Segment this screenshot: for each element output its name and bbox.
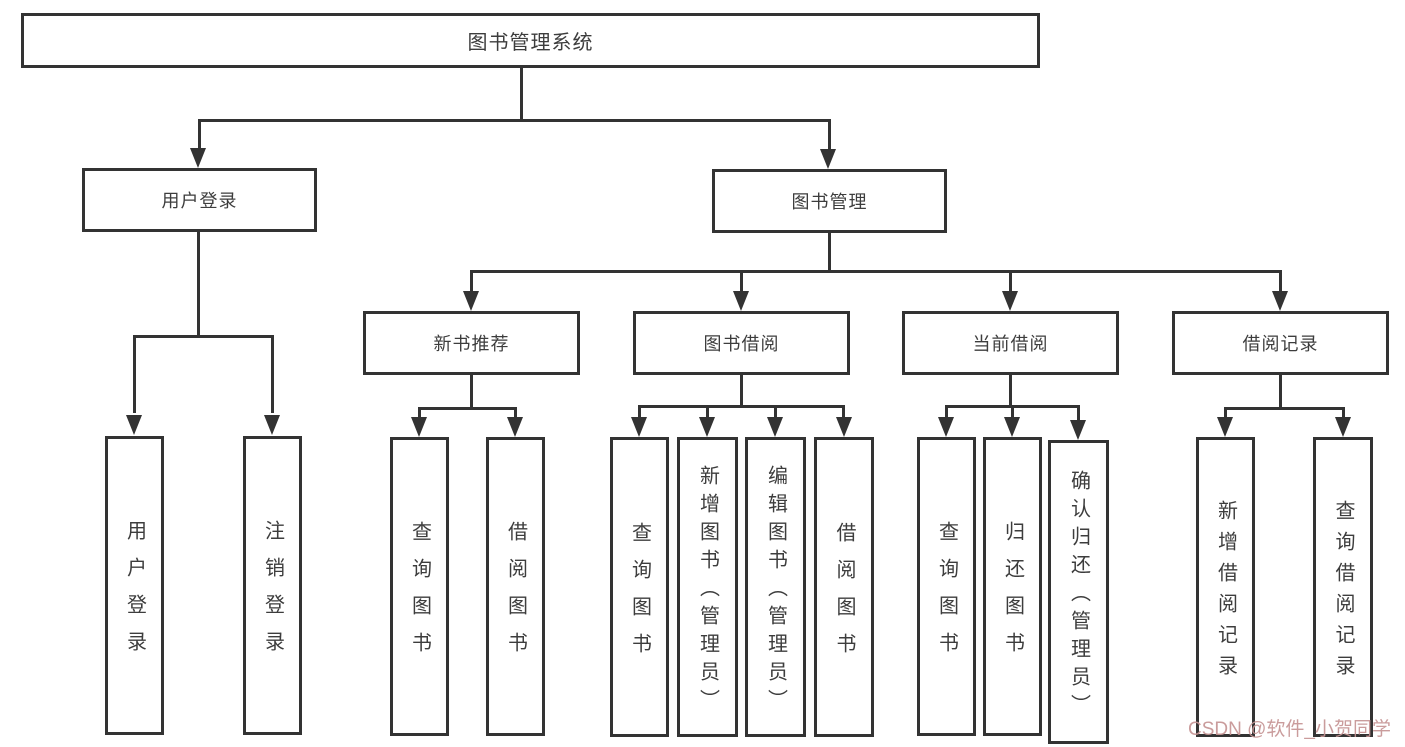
node-label: 图书借阅 <box>703 334 780 354</box>
node-label: 新增借阅记录 <box>1214 499 1237 686</box>
connector-hline <box>198 119 831 122</box>
connector-vline <box>1011 405 1014 419</box>
connector-vline <box>740 270 743 293</box>
connector-vline <box>638 405 641 419</box>
node-label: 用户登录 <box>123 520 146 668</box>
arrow-down-icon <box>1335 417 1351 437</box>
connector-vline <box>197 232 200 337</box>
arrow-down-icon <box>938 417 954 437</box>
connector-hline <box>638 405 845 408</box>
node-book-management: 图书管理 <box>712 169 947 233</box>
connector-vline <box>520 68 523 119</box>
node-label: 注销登录 <box>261 520 284 668</box>
node-label: 当前借阅 <box>972 334 1049 354</box>
leaf-recommend-borrow-books: 借阅图书 <box>486 437 545 736</box>
arrow-down-icon <box>631 417 647 437</box>
connector-hline <box>418 407 517 410</box>
leaf-borrow-borrow-books: 借阅图书 <box>814 437 874 737</box>
connector-vline <box>1077 405 1080 422</box>
arrow-down-icon <box>820 149 836 169</box>
node-library-system: 图书管理系统 <box>21 13 1040 68</box>
leaf-current-query-books: 查询图书 <box>917 437 976 736</box>
node-label: 编辑图书（管理员） <box>764 465 787 717</box>
node-label: 借阅图书 <box>504 521 527 669</box>
arrow-down-icon <box>1217 417 1233 437</box>
node-label: 查询图书 <box>935 521 958 669</box>
node-label: 确认归还（管理员） <box>1067 470 1090 722</box>
connector-hline <box>133 335 274 338</box>
arrow-down-icon <box>1004 417 1020 437</box>
connector-vline <box>842 405 845 419</box>
node-label: 借阅记录 <box>1242 334 1319 354</box>
leaf-user-login: 用户登录 <box>105 436 164 735</box>
connector-vline <box>1009 270 1012 293</box>
connector-vline <box>945 405 948 419</box>
connector-vline <box>133 335 136 413</box>
arrow-down-icon <box>126 415 142 435</box>
connector-vline <box>1279 270 1282 293</box>
connector-vline <box>198 119 201 150</box>
node-label: 查询图书 <box>408 521 431 669</box>
node-user-login: 用户登录 <box>82 168 317 232</box>
node-book-borrow: 图书借阅 <box>633 311 850 375</box>
arrow-down-icon <box>1272 291 1288 311</box>
connector-vline <box>470 270 473 293</box>
leaf-borrow-query-books: 查询图书 <box>610 437 669 737</box>
arrow-down-icon <box>699 417 715 437</box>
connector-vline <box>828 119 831 150</box>
connector-vline <box>740 375 743 407</box>
connector-vline <box>1342 407 1345 419</box>
node-label: 查询图书 <box>628 521 651 670</box>
arrow-down-icon <box>767 417 783 437</box>
connector-vline <box>828 233 831 273</box>
node-label: 用户登录 <box>161 191 238 211</box>
connector-vline <box>514 407 517 419</box>
connector-vline <box>774 405 777 419</box>
connector-vline <box>1009 375 1012 407</box>
leaf-current-confirm-return-admin: 确认归还（管理员） <box>1048 440 1109 744</box>
leaf-borrow-add-books-admin: 新增图书（管理员） <box>677 437 738 737</box>
arrow-down-icon <box>1070 420 1086 440</box>
node-label: 归还图书 <box>1001 521 1024 669</box>
arrow-down-icon <box>507 417 523 437</box>
connector-vline <box>1279 375 1282 409</box>
connector-vline <box>470 375 473 409</box>
node-label: 图书管理系统 <box>467 32 594 54</box>
leaf-logout: 注销登录 <box>243 436 302 735</box>
node-current-borrow: 当前借阅 <box>902 311 1119 375</box>
arrow-down-icon <box>190 148 206 168</box>
leaf-current-return-books: 归还图书 <box>983 437 1042 736</box>
leaf-borrow-edit-books-admin: 编辑图书（管理员） <box>745 437 806 737</box>
connector-vline <box>271 335 274 413</box>
arrow-down-icon <box>411 417 427 437</box>
node-label: 借阅图书 <box>833 521 855 670</box>
connector-vline <box>1224 407 1227 419</box>
leaf-records-add-record: 新增借阅记录 <box>1196 437 1255 737</box>
leaf-records-query-record: 查询借阅记录 <box>1313 437 1373 737</box>
arrow-down-icon <box>463 291 479 311</box>
leaf-recommend-query-books: 查询图书 <box>390 437 449 736</box>
node-label: 新书推荐 <box>433 334 510 354</box>
node-new-book-recommend: 新书推荐 <box>363 311 580 375</box>
connector-vline <box>418 407 421 419</box>
arrow-down-icon <box>836 417 852 437</box>
arrow-down-icon <box>1002 291 1018 311</box>
node-label: 图书管理 <box>791 192 868 212</box>
arrow-down-icon <box>733 291 749 311</box>
arrow-down-icon <box>264 415 280 435</box>
node-borrow-records: 借阅记录 <box>1172 311 1389 375</box>
node-label: 查询借阅记录 <box>1332 499 1354 686</box>
node-label: 新增图书（管理员） <box>696 465 719 717</box>
connector-hline <box>470 270 1282 273</box>
connector-vline <box>706 405 709 419</box>
connector-hline <box>1224 407 1345 410</box>
watermark: CSDN @软件_小贺同学 <box>1188 719 1391 740</box>
